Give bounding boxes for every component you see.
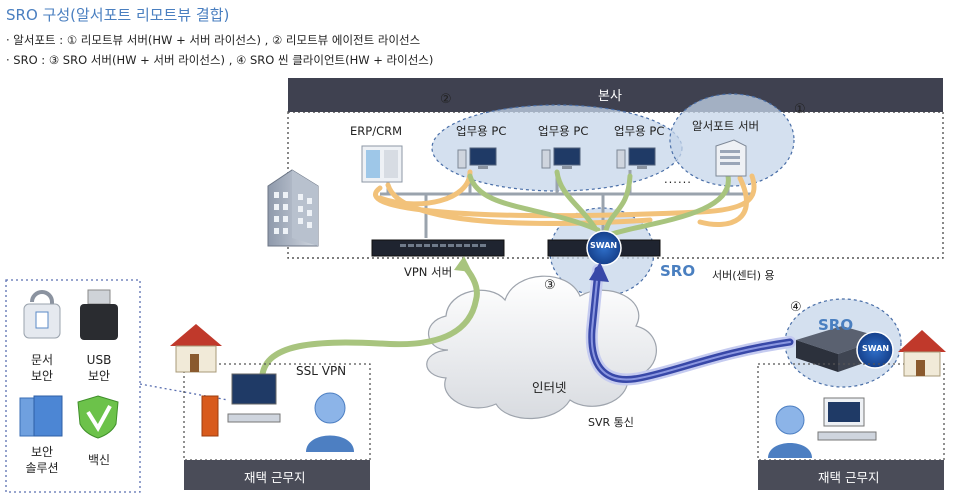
- ssl-vpn-label: SSL VPN: [296, 364, 347, 378]
- vpn-server-icon: [371, 239, 505, 257]
- work-pc-icon: [457, 147, 497, 169]
- swan-logo-server: SWAN: [590, 241, 618, 250]
- user-icon: [768, 405, 812, 458]
- pc-label-1: 업무용 PC: [456, 124, 507, 138]
- ssl-vpn-line: [259, 261, 480, 383]
- marker-2: ②: [440, 92, 452, 107]
- remote-right-title-bar: [758, 460, 944, 490]
- usb-icon: [80, 289, 118, 340]
- hq-box: [287, 78, 944, 259]
- security-item-usb: USB 보안: [86, 353, 112, 383]
- home-pc-icon: [201, 373, 281, 437]
- user-icon: [306, 392, 354, 452]
- rsupport-server-label: 알서포트 서버: [692, 119, 760, 133]
- document-lock-icon: [23, 290, 61, 339]
- remote-right-title: 재택 근무지: [818, 470, 880, 485]
- erp-label: ERP/CRM: [350, 124, 403, 138]
- internet-cloud-icon: [426, 275, 657, 420]
- marker-3: ③: [544, 278, 556, 293]
- security-item-document: 문서 보안: [30, 353, 54, 383]
- security-panel-border: [5, 279, 141, 493]
- svr-tunnel: [585, 264, 796, 386]
- marker-1: ①: [794, 102, 806, 117]
- hq-title: 본사: [598, 89, 622, 104]
- home-pc-icon: [817, 397, 877, 441]
- description-line-2: · SRO : ③ SRO 서버(HW + 서버 라이선스) , ④ SRO 씬…: [6, 53, 434, 67]
- house-icon: [170, 324, 222, 373]
- swan-logo-client: SWAN: [862, 344, 890, 353]
- page-title: SRO 구성(알서포트 리모트뷰 결합): [6, 6, 230, 24]
- remote-left-title-bar: [184, 460, 370, 490]
- security-folder-icon: [19, 395, 63, 437]
- vaccine-shield-icon: [77, 395, 119, 439]
- remote-left-title: 재택 근무지: [244, 470, 306, 485]
- pc-label-3: 업무용 PC: [614, 124, 665, 138]
- work-pc-icon: [616, 147, 656, 169]
- building-icon: [267, 169, 319, 247]
- svr-label: SVR 통신: [588, 416, 634, 429]
- sro-logo-server: SRO: [660, 262, 696, 280]
- rsupport-server-zone: [669, 93, 795, 187]
- sro-logo-client: SRO: [818, 316, 854, 334]
- vpn-server-label: VPN 서버: [404, 265, 453, 279]
- security-item-solution: 보안 솔루션: [25, 445, 59, 475]
- description-line-1: · 알서포트 : ① 리모트뷰 서버(HW + 서버 라이선스) , ② 리모트…: [6, 33, 421, 47]
- more-pcs-dots: ......: [664, 172, 692, 186]
- sro-server-label: 서버(센터) 용: [712, 269, 775, 282]
- hq-title-bar: [288, 78, 943, 112]
- security-item-vaccine: 백신: [87, 453, 111, 467]
- svr-arrow: [589, 262, 609, 282]
- internet-label: 인터넷: [532, 380, 567, 395]
- marker-4: ④: [790, 300, 802, 315]
- hq-flows: [372, 169, 757, 237]
- pc-label-2: 업무용 PC: [538, 124, 589, 138]
- erp-server-icon: [361, 145, 403, 183]
- work-pc-icon: [541, 147, 581, 169]
- ssl-vpn-arrow: [454, 256, 472, 272]
- sro-server-icon: [547, 230, 661, 266]
- rsupport-server-icon: [715, 139, 747, 177]
- house-icon: [898, 330, 946, 377]
